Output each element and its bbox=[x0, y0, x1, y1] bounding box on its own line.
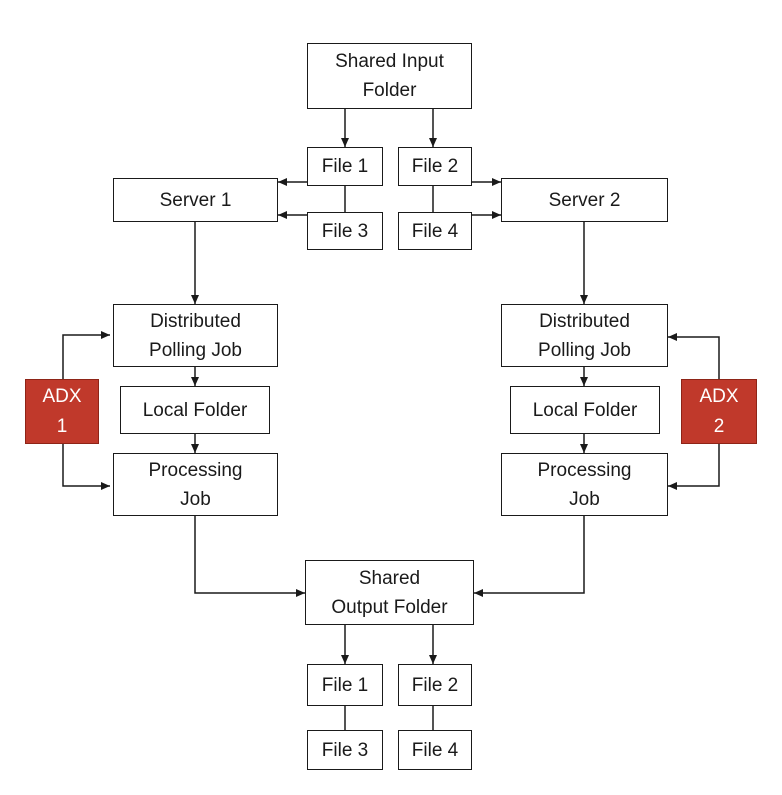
distributed-polling-job-1[interactable]: Distributed Polling Job bbox=[113, 304, 278, 367]
arrow-adx2-to-polling bbox=[668, 333, 720, 379]
shared-output-folder[interactable]: Shared Output Folder bbox=[305, 560, 474, 625]
processing-job-1[interactable]: Processing Job bbox=[113, 453, 278, 516]
output-file-3[interactable]: File 3 bbox=[307, 730, 383, 770]
output-file-4[interactable]: File 4 bbox=[398, 730, 472, 770]
adx-2[interactable]: ADX 2 bbox=[681, 379, 757, 444]
arrow-processing1-to-output bbox=[194, 516, 305, 597]
input-file-1[interactable]: File 1 bbox=[307, 147, 383, 186]
local-folder-2[interactable]: Local Folder bbox=[510, 386, 660, 434]
output-file-2[interactable]: File 2 bbox=[398, 664, 472, 706]
shared-input-folder[interactable]: Shared Input Folder bbox=[307, 43, 472, 109]
local-folder-1[interactable]: Local Folder bbox=[120, 386, 270, 434]
distributed-polling-job-2[interactable]: Distributed Polling Job bbox=[501, 304, 668, 367]
processing-job-2[interactable]: Processing Job bbox=[501, 453, 668, 516]
arrow-adx1-to-processing bbox=[62, 444, 110, 490]
input-file-2[interactable]: File 2 bbox=[398, 147, 472, 186]
input-file-3[interactable]: File 3 bbox=[307, 212, 383, 250]
arrow-processing2-to-output bbox=[474, 516, 585, 597]
adx-1[interactable]: ADX 1 bbox=[25, 379, 99, 444]
server-2[interactable]: Server 2 bbox=[501, 178, 668, 222]
output-file-1[interactable]: File 1 bbox=[307, 664, 383, 706]
server-1[interactable]: Server 1 bbox=[113, 178, 278, 222]
input-file-4[interactable]: File 4 bbox=[398, 212, 472, 250]
arrow-adx2-to-processing bbox=[668, 444, 720, 490]
arrow-adx1-to-polling bbox=[62, 331, 110, 379]
